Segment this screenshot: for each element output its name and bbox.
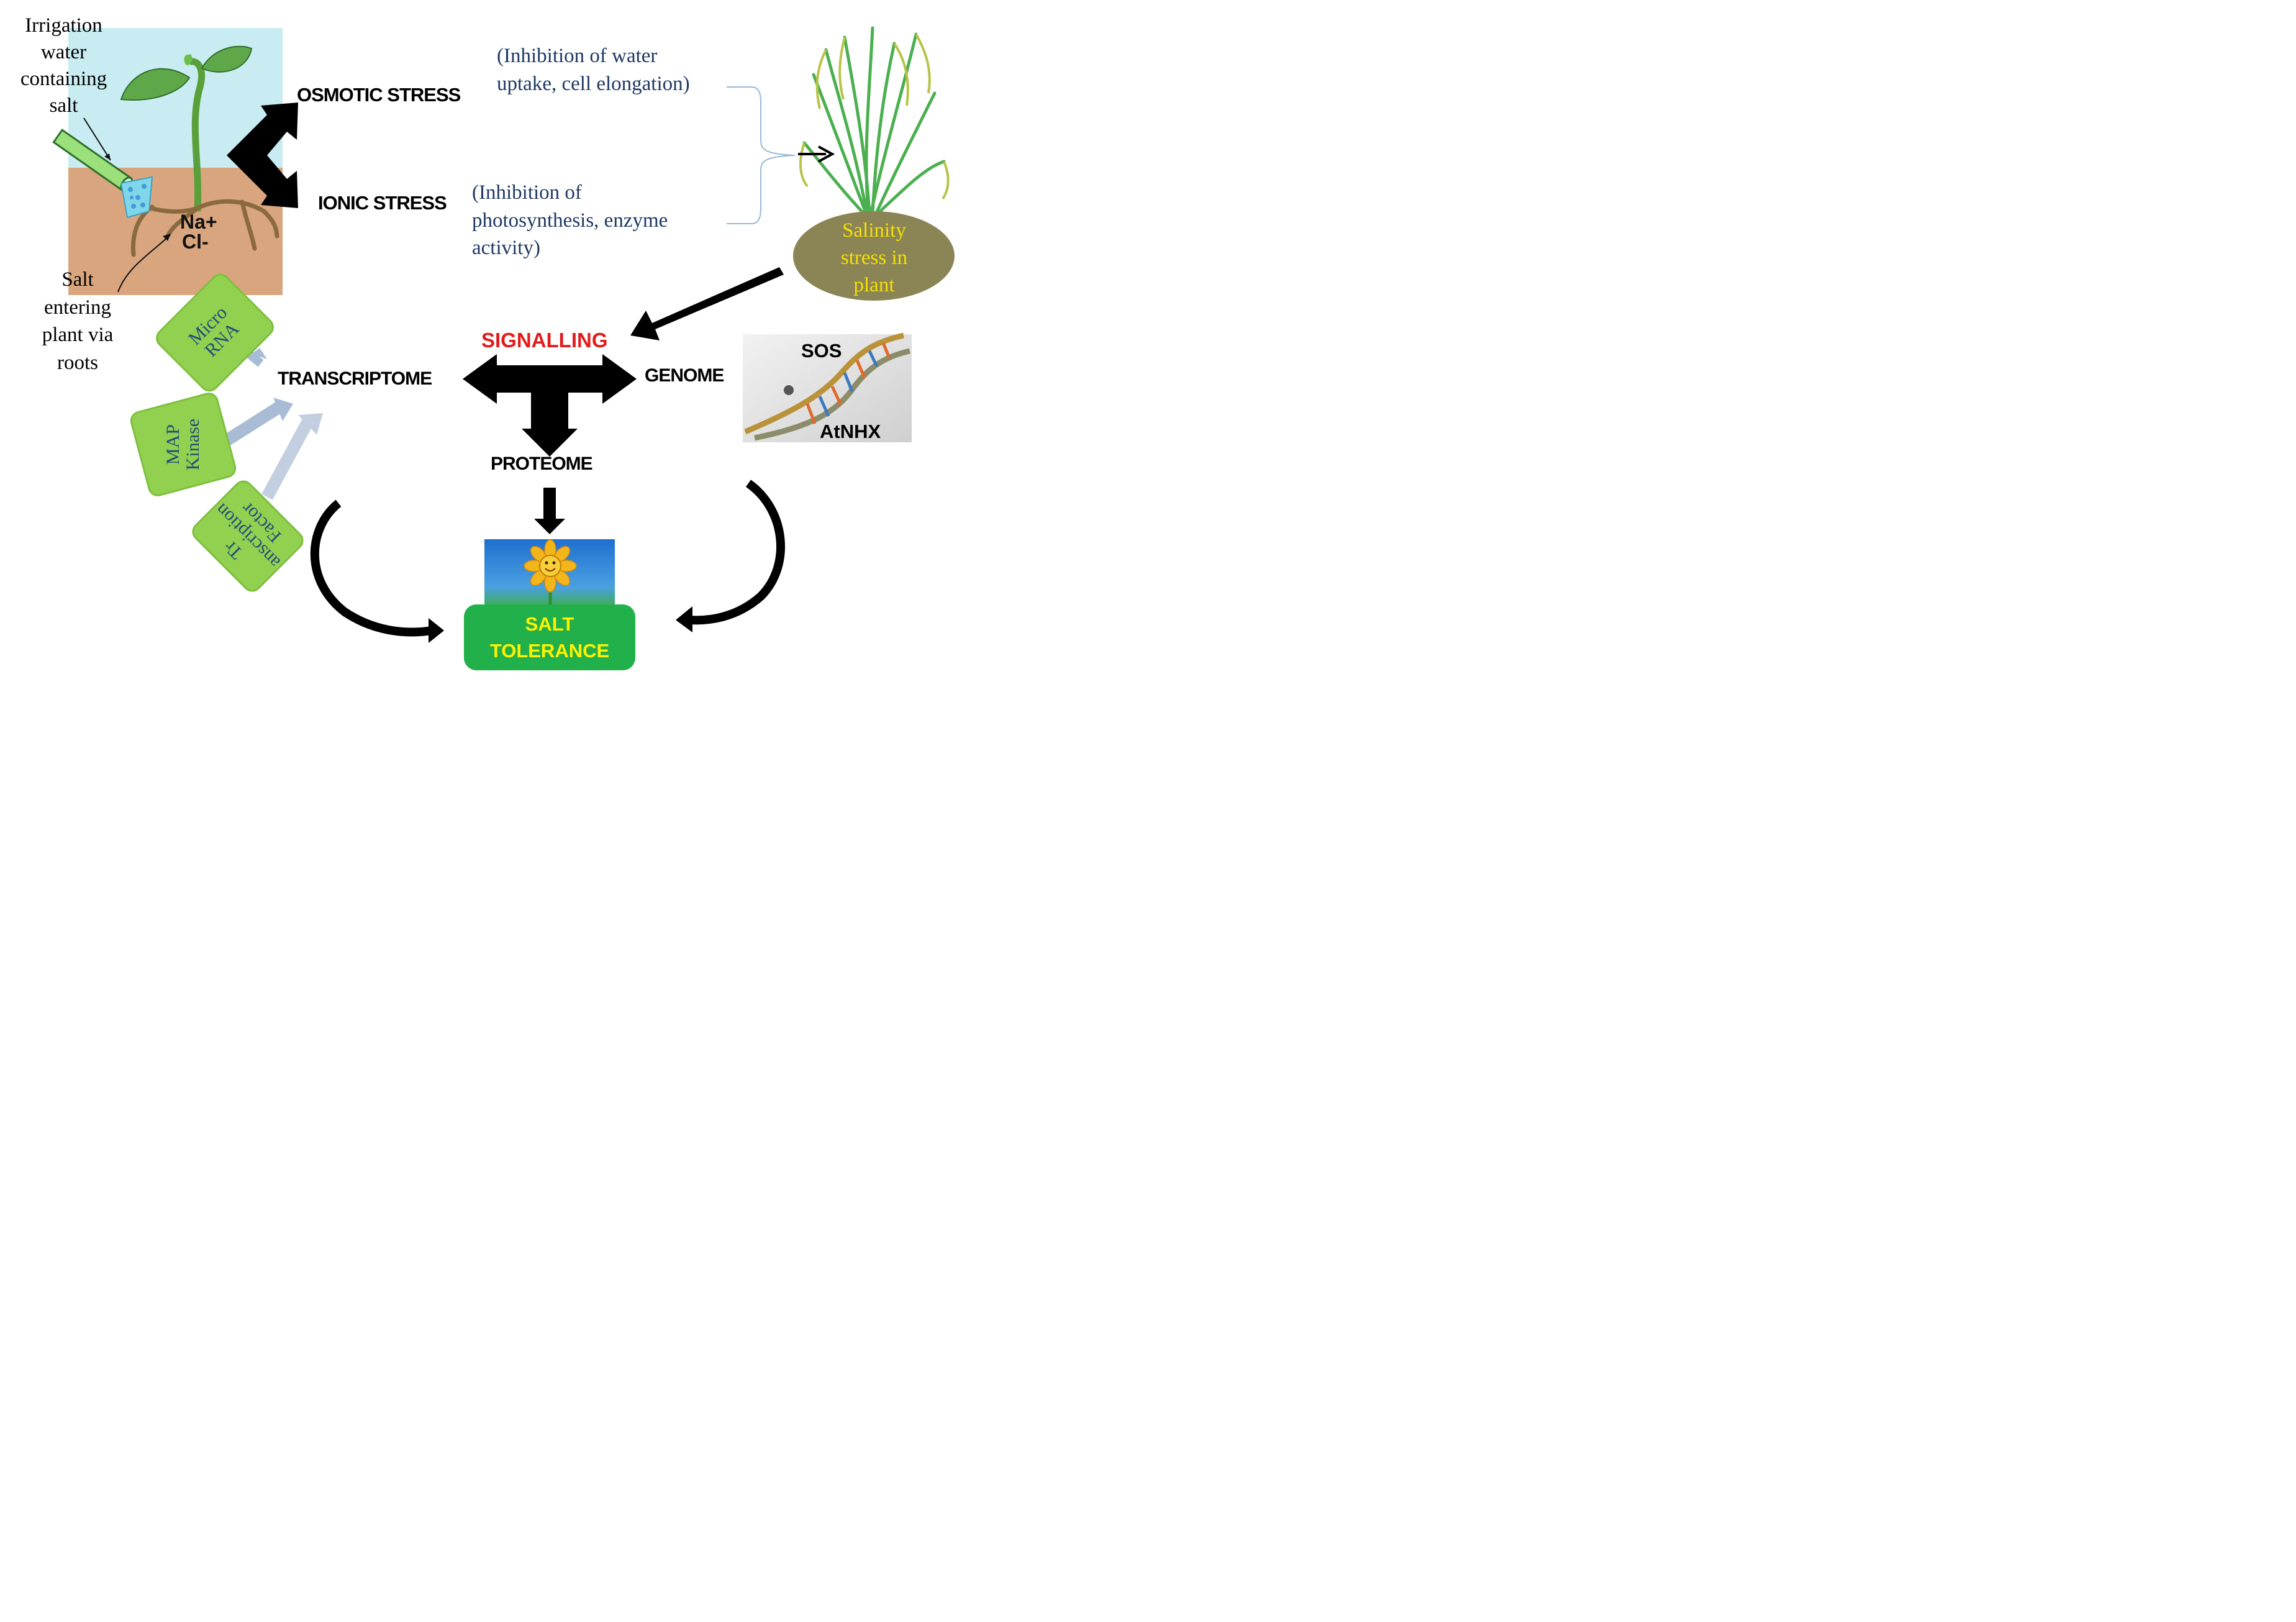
signalling-label: SIGNALLING [481, 329, 608, 352]
dna-base-pairs [805, 342, 891, 424]
left-curved-arrow [310, 499, 433, 637]
sunflower-face [539, 555, 561, 577]
osmotic-stress-label: OSMOTIC STRESS [297, 84, 461, 106]
salt-tolerance-box [464, 604, 635, 670]
water-droplets [128, 184, 147, 209]
flow-arrows [220, 86, 796, 643]
omics-arrow [463, 354, 637, 457]
rice-grains [799, 34, 950, 200]
right-leaf [201, 45, 253, 73]
tf-arrow [261, 419, 313, 500]
left-leaf [120, 68, 191, 101]
irrigation-label: Irrigation water containing salt [20, 14, 107, 117]
salt-tolerance-text: SALT TOLERANCE [489, 613, 610, 662]
rice-stalks [802, 26, 946, 216]
sunflower-graphic [484, 539, 615, 608]
ion-cl: Cl- [182, 230, 209, 253]
stress-split-arrow [227, 103, 298, 208]
sunflower-petals [524, 539, 577, 593]
soil-area [68, 168, 283, 295]
plant-panel-graphic [52, 28, 283, 295]
osmotic-effect-text: (Inhibition of water uptake, cell elonga… [497, 45, 690, 95]
ionic-effect-text: (Inhibition of photosynthesis, enzyme ac… [472, 181, 668, 260]
salinity-oval-text: Salinity stress in plant [840, 219, 908, 296]
effects-bracket [727, 86, 796, 224]
proteome-label: PROTEOME [491, 453, 593, 474]
transcriptome-label: TRANSCRIPTOME [278, 368, 432, 389]
irrigation-pointer [83, 117, 111, 161]
dna-panel-graphic [743, 332, 912, 442]
bracket-arrow-head [818, 145, 835, 163]
salinity-oval [793, 211, 955, 301]
mapk-arrow [220, 401, 283, 448]
plant-stem [188, 58, 206, 212]
dna-top-label: SOS [801, 340, 842, 362]
salinity-to-signalling-arrow [630, 267, 784, 340]
bud [184, 54, 193, 66]
rice-plant-graphic [793, 26, 955, 301]
salt-stress-diagram: Irrigation water containing salt Na+ Cl-… [0, 0, 974, 686]
salt-entry-label: Salt entering plant via roots [42, 268, 114, 374]
ion-na: Na+ [180, 211, 217, 233]
ionic-stress-label: IONIC STRESS [318, 192, 447, 214]
right-curved-arrow [689, 480, 786, 625]
genome-label: GENOME [645, 365, 724, 386]
salt-entry-pointer [117, 235, 170, 293]
dna-bottom-label: AtNHX [820, 421, 881, 442]
proteome-to-tolerance-arrow [534, 488, 565, 534]
